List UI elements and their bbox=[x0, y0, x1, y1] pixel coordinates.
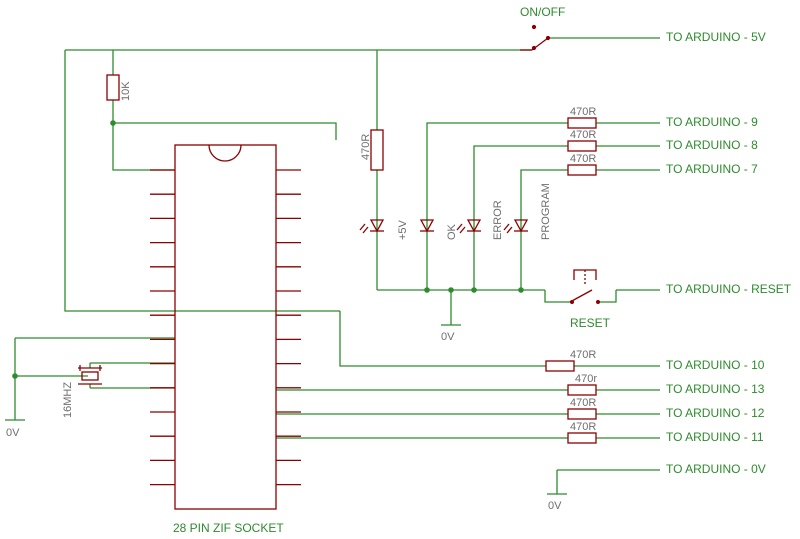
value-crystal: 16MHZ bbox=[62, 382, 74, 418]
label-gnd-left: 0V bbox=[6, 427, 20, 439]
label-to-9: TO ARDUINO - 9 bbox=[666, 115, 758, 129]
led-ok bbox=[456, 219, 482, 234]
resistor-led bbox=[370, 129, 384, 171]
socket-pins-right bbox=[276, 169, 301, 486]
label-to-reset: TO ARDUINO - RESET bbox=[666, 282, 792, 296]
value-r8: 470R bbox=[570, 129, 596, 141]
value-r-led: 470R bbox=[360, 134, 372, 160]
led-power bbox=[359, 219, 385, 234]
label-gnd-mid: 0V bbox=[441, 331, 455, 343]
label-reset: RESET bbox=[570, 316, 611, 330]
labels: ON/OFF TO ARDUINO - 5V TO ARDUINO - 9 TO… bbox=[6, 5, 792, 535]
ground-symbols bbox=[5, 324, 567, 495]
resistor-10k bbox=[106, 74, 120, 101]
value-r12: 470R bbox=[570, 397, 596, 409]
resistor-8 bbox=[567, 140, 597, 152]
label-to-12: TO ARDUINO - 12 bbox=[666, 406, 765, 420]
resistor-11 bbox=[567, 432, 597, 444]
value-led-program: PROGRAM bbox=[540, 183, 552, 240]
label-to-0v: TO ARDUINO - 0V bbox=[666, 462, 766, 476]
led-5v bbox=[419, 219, 435, 233]
socket-pins-left bbox=[150, 169, 175, 486]
value-r11: 470R bbox=[570, 421, 596, 433]
leds bbox=[359, 219, 529, 234]
value-r10: 470R bbox=[570, 349, 596, 361]
label-to-10: TO ARDUINO - 10 bbox=[666, 358, 765, 372]
value-r9: 470R bbox=[570, 106, 596, 118]
value-led-5v: +5V bbox=[397, 219, 409, 240]
label-to-8: TO ARDUINO - 8 bbox=[666, 138, 758, 152]
label-to-11: TO ARDUINO - 11 bbox=[666, 430, 764, 444]
label-to-7: TO ARDUINO - 7 bbox=[666, 162, 758, 176]
resistors bbox=[106, 74, 597, 444]
value-r13: 470r bbox=[575, 373, 597, 385]
resistor-9 bbox=[567, 117, 597, 129]
resistor-13 bbox=[567, 384, 597, 396]
power-switch bbox=[520, 24, 551, 51]
zif-socket bbox=[150, 144, 301, 510]
resistor-7 bbox=[567, 164, 597, 176]
resistor-10 bbox=[545, 360, 575, 372]
value-led-error: ERROR bbox=[492, 200, 504, 240]
label-on-off: ON/OFF bbox=[520, 5, 565, 19]
label-to-13: TO ARDUINO - 13 bbox=[666, 382, 765, 396]
label-zif: 28 PIN ZIF SOCKET bbox=[173, 521, 284, 535]
wires bbox=[14, 37, 660, 494]
reset-button bbox=[569, 269, 600, 304]
junctions bbox=[12, 120, 524, 379]
value-led-ok: OK bbox=[446, 223, 458, 240]
label-gnd-right: 0V bbox=[548, 500, 562, 512]
value-r7: 470R bbox=[570, 153, 596, 165]
crystal bbox=[78, 365, 102, 385]
resistor-12 bbox=[567, 408, 597, 420]
value-r10k: 10K bbox=[120, 81, 132, 101]
label-to-5v: TO ARDUINO - 5V bbox=[666, 30, 766, 44]
led-error bbox=[503, 219, 529, 234]
